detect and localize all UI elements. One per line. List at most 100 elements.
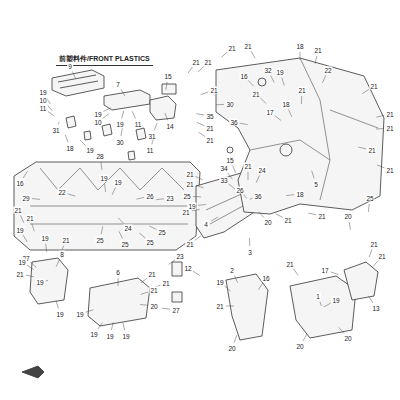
callout-number: 24 [257, 167, 266, 174]
leader-line [196, 114, 204, 115]
callout-number: 17 [265, 109, 274, 116]
leader-line [339, 327, 344, 333]
callout-number: 17 [320, 267, 329, 274]
callout-number: 21 [61, 237, 70, 244]
leader-line [234, 275, 237, 282]
callout-number: 10 [93, 119, 102, 126]
leader-line [80, 140, 86, 146]
leader-line [294, 269, 299, 275]
leader-line [362, 89, 369, 93]
callout-number: 21 [25, 215, 34, 222]
leader-line [193, 196, 201, 198]
callout-number: 21 [227, 45, 236, 52]
leader-line [104, 184, 106, 192]
leader-line [198, 132, 205, 137]
callout-number: 21 [215, 303, 224, 310]
leader-line [244, 195, 247, 199]
leader-line [141, 278, 147, 283]
callout-number: 11 [39, 105, 48, 112]
callout-number: 36 [229, 119, 238, 126]
callout-number: 23 [175, 253, 184, 260]
callout-number: 5 [313, 181, 319, 188]
callout-number: 6 [115, 269, 121, 276]
leader-line [216, 104, 224, 105]
callout-number: 21 [13, 207, 22, 214]
leader-line [68, 194, 76, 196]
callout-number: 21 [191, 59, 200, 66]
leader-line [232, 165, 235, 172]
leader-line [248, 172, 249, 180]
leader-line [23, 235, 27, 242]
leader-line [149, 226, 156, 229]
leader-line [275, 116, 281, 121]
callout-number: 19 [15, 227, 24, 234]
leader-line [48, 111, 55, 116]
callout-number: 13 [371, 305, 380, 312]
callout-number: 21 [209, 87, 218, 94]
leader-line [118, 278, 119, 286]
leader-line [286, 194, 294, 196]
leader-line [32, 198, 40, 200]
leader-line [324, 303, 331, 307]
leader-line [369, 250, 372, 258]
leader-line [195, 236, 201, 241]
callout-number: 28 [95, 153, 104, 160]
leader-line [201, 92, 209, 95]
leader-line [197, 123, 204, 126]
leader-line [165, 113, 168, 120]
leader-line [154, 123, 157, 130]
leader-line [122, 111, 124, 119]
callout-number: 15 [225, 157, 234, 164]
callout-number: 18 [281, 101, 290, 108]
callout-number: 9 [67, 63, 73, 70]
leader-line [193, 271, 200, 275]
callout-number: 21 [369, 241, 378, 248]
leader-line [27, 265, 34, 269]
callout-number: 19 [40, 235, 49, 242]
callout-number: 18 [295, 191, 304, 198]
leader-line [156, 199, 164, 200]
leader-line [288, 109, 291, 116]
part-8 [30, 258, 68, 304]
leader-line [225, 286, 231, 291]
callout-number: 32 [263, 67, 272, 74]
callout-number: 16 [261, 275, 270, 282]
callout-number: 19 [105, 333, 114, 340]
callout-number: 21 [377, 253, 386, 260]
callout-number: 10 [38, 97, 47, 104]
leader-line [349, 222, 350, 230]
leader-line [240, 123, 248, 125]
leader-line [376, 128, 384, 130]
leader-line [140, 304, 148, 306]
callout-number: 19 [215, 279, 224, 286]
callout-number: 11 [134, 121, 143, 128]
leader-line [132, 111, 135, 118]
callout-number: 25 [182, 193, 191, 200]
callout-number: 21 [285, 261, 294, 268]
callout-number: 19 [93, 111, 102, 118]
leader-line [58, 122, 59, 125]
callout-number: 19 [85, 147, 94, 154]
leader-line [46, 280, 48, 281]
leader-line [250, 198, 253, 199]
callout-number: 20 [295, 343, 304, 350]
callout-number: 25 [157, 229, 166, 236]
callout-number: 7 [115, 81, 121, 88]
leader-line [211, 217, 218, 221]
leader-line [98, 323, 103, 329]
callout-number: 20 [263, 219, 272, 226]
callout-number: 4 [203, 221, 209, 228]
callout-number: 20 [149, 303, 158, 310]
leader-line [256, 175, 259, 182]
leader-line [103, 108, 110, 111]
callout-number: 18 [65, 145, 74, 152]
callout-number: 19 [275, 69, 284, 76]
callout-number: 21 [185, 181, 194, 188]
leader-line [32, 224, 34, 232]
callout-number: 19 [115, 121, 124, 128]
callout-number: 25 [145, 239, 154, 246]
leader-line [312, 171, 314, 179]
leader-line [118, 218, 124, 224]
leader-line [358, 147, 366, 149]
part-14 [150, 96, 176, 120]
